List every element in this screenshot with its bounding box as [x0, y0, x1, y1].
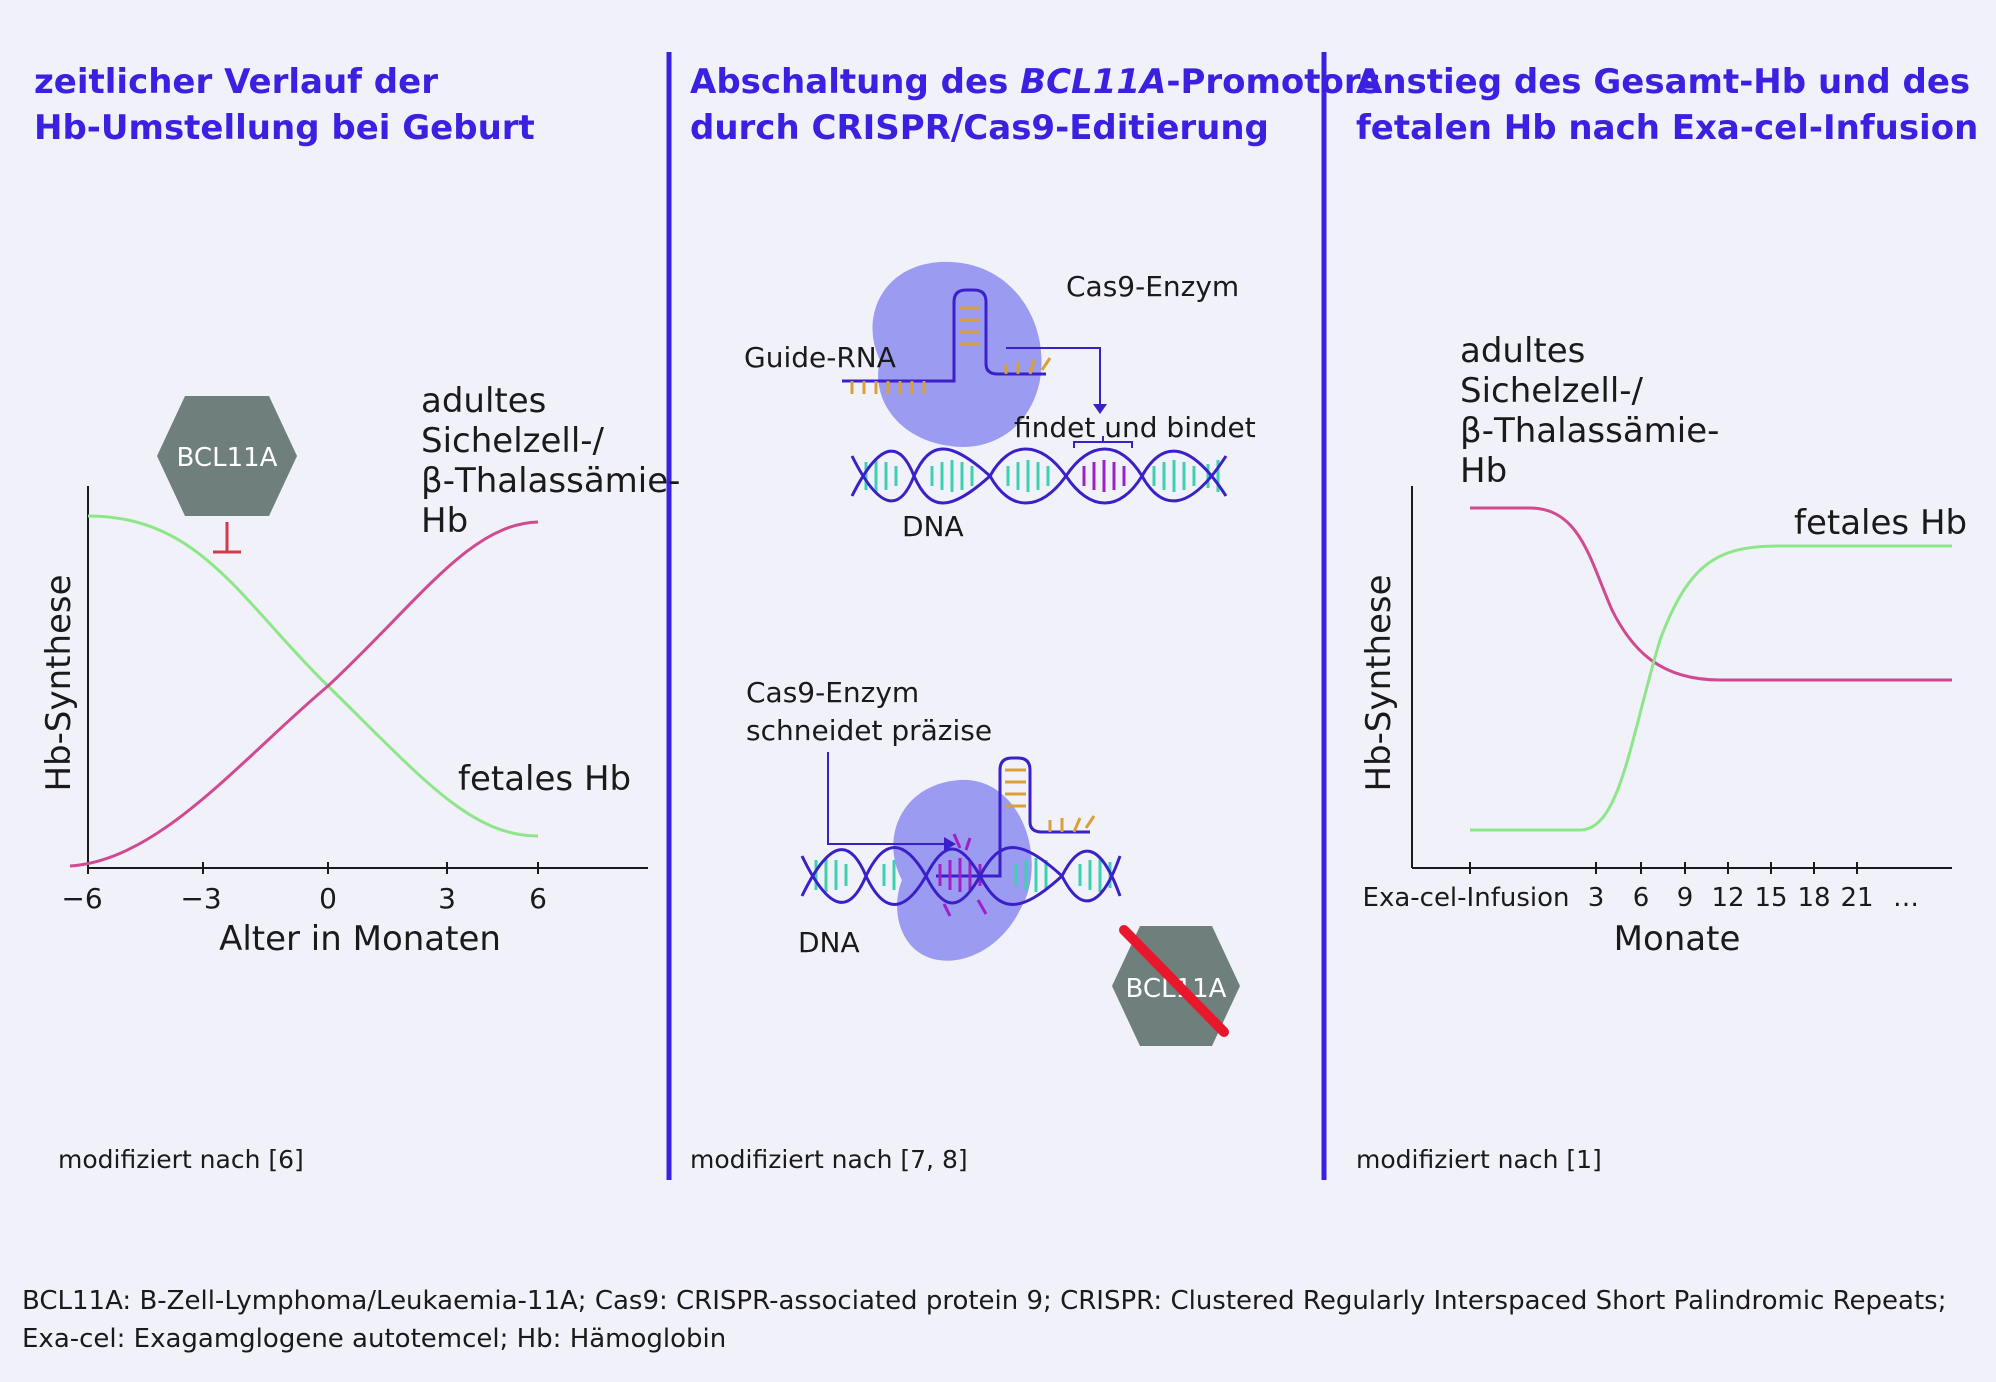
- panel3-tick-label: 21: [1840, 883, 1873, 913]
- panel1-y-axis-label: Hb-Synthese: [39, 574, 79, 791]
- panel3-x-axis-label: Monate: [1614, 919, 1741, 959]
- footnote-line1: BCL11A: B-Zell-Lymphoma/Leukaemia-11A; C…: [22, 1286, 1947, 1316]
- adult-hb-curve: [69, 520, 539, 868]
- fetal-hb-curve-p3: [1470, 544, 1952, 832]
- strike-through: [1119, 925, 1229, 1037]
- bind-label: findet und bindet: [1014, 411, 1256, 444]
- bcl11a-hexagon-label: BCL11A: [177, 443, 278, 473]
- panel3-tick-label: 12: [1711, 883, 1744, 913]
- panel3-tick-label: 6: [1633, 883, 1650, 913]
- panel-exa-cel: Anstieg des Gesamt-Hb und des fetalen Hb…: [1356, 62, 1978, 1174]
- adult-hb-label: Sichelzell-/: [421, 421, 605, 461]
- adult-hb-curve-p3: [1470, 506, 1952, 682]
- guide-rna-strand: [842, 288, 1046, 383]
- panel1-tick-label: −6: [61, 882, 102, 915]
- panel3-tick-label: …: [1893, 883, 1919, 913]
- panel1-tick-label: 0: [319, 882, 337, 915]
- guide-rna-bases-bottom: [1005, 768, 1096, 833]
- adult-hb-label: Hb: [421, 501, 468, 541]
- panel1-tick-label: 6: [529, 882, 547, 915]
- panel3-tick-label: Exa-cel-Infusion: [1363, 883, 1570, 913]
- dna-label-bottom: DNA: [798, 926, 860, 959]
- adult-hb-label-p3: Sichelzell-/: [1460, 371, 1644, 411]
- panel3-y-axis-label: Hb-Synthese: [1359, 574, 1399, 791]
- panel2-source: modifiziert nach [7, 8]: [690, 1145, 968, 1174]
- dna-helix-bottom: [800, 833, 1122, 917]
- cut-arrow-head: [944, 837, 956, 851]
- panel-crispr: Abschaltung des BCL11A-Promotors durch C…: [690, 62, 1381, 1174]
- panel3-x-ticks: [1469, 862, 1858, 874]
- panel1-title-line2: Hb-Umstellung bei Geburt: [34, 108, 535, 148]
- guide-rna-label: Guide-RNA: [744, 341, 896, 374]
- cut-label-line2: schneidet präzise: [746, 714, 992, 747]
- footnote-line2: Exa-cel: Exagamglogene autotemcel; Hb: H…: [22, 1324, 727, 1354]
- cas9-enzyme-label-top: Cas9-Enzym: [1066, 270, 1239, 303]
- panel-hb-switch: zeitlicher Verlauf der Hb-Umstellung bei…: [34, 62, 680, 1174]
- dna-label-top: DNA: [902, 510, 964, 543]
- panel2-title-line1: Abschaltung des BCL11A-Promotors: [690, 62, 1381, 102]
- footnote: BCL11A: B-Zell-Lymphoma/Leukaemia-11A; C…: [22, 1282, 1962, 1358]
- dna-helix-top: [850, 447, 1228, 505]
- panel1-tick-label: −3: [180, 882, 221, 915]
- bind-arrow-head: [1093, 404, 1107, 414]
- target-bracket: [1073, 436, 1133, 448]
- panel3-title-line1: Anstieg des Gesamt-Hb und des: [1356, 62, 1970, 102]
- adult-hb-label-p3: β-Thalassämie-: [1460, 411, 1719, 451]
- fetal-hb-label-p3: fetales Hb: [1794, 503, 1967, 543]
- cut-arrow: [827, 752, 950, 845]
- panel3-title-line2: fetalen Hb nach Exa-cel-Infusion: [1356, 108, 1978, 148]
- bcl11a-hexagon: [157, 396, 297, 516]
- panel3-tick-label: 18: [1797, 883, 1830, 913]
- guide-rna-bottom: [936, 756, 1090, 878]
- adult-hb-label: adultes: [421, 381, 546, 421]
- panel3-source: modifiziert nach [1]: [1356, 1145, 1602, 1174]
- panel3-tick-label: 9: [1677, 883, 1694, 913]
- adult-hb-label-p3: adultes: [1460, 331, 1585, 371]
- adult-hb-label-p3: Hb: [1460, 451, 1507, 491]
- panel1-title-line1: zeitlicher Verlauf der: [34, 62, 438, 102]
- fetal-hb-label: fetales Hb: [458, 759, 631, 799]
- panel1-source: modifiziert nach [6]: [58, 1145, 304, 1174]
- bind-arrow: [1006, 347, 1101, 410]
- panel2-title-line2: durch CRISPR/Cas9-Editierung: [690, 108, 1269, 148]
- panel1-tick-label: 3: [438, 882, 456, 915]
- cas9-enzyme-bottom: [893, 779, 1032, 961]
- adult-hb-label: β-Thalassämie-: [421, 461, 680, 501]
- panel3-tick-label: 15: [1754, 883, 1787, 913]
- guide-rna-bases: [850, 306, 1052, 394]
- panel1-x-axis-label: Alter in Monaten: [219, 919, 501, 959]
- cas9-enzyme-top: [872, 261, 1042, 447]
- panel3-tick-label: 3: [1588, 883, 1605, 913]
- cut-label-line1: Cas9-Enzym: [746, 676, 919, 709]
- panel1-x-ticks: [87, 862, 539, 874]
